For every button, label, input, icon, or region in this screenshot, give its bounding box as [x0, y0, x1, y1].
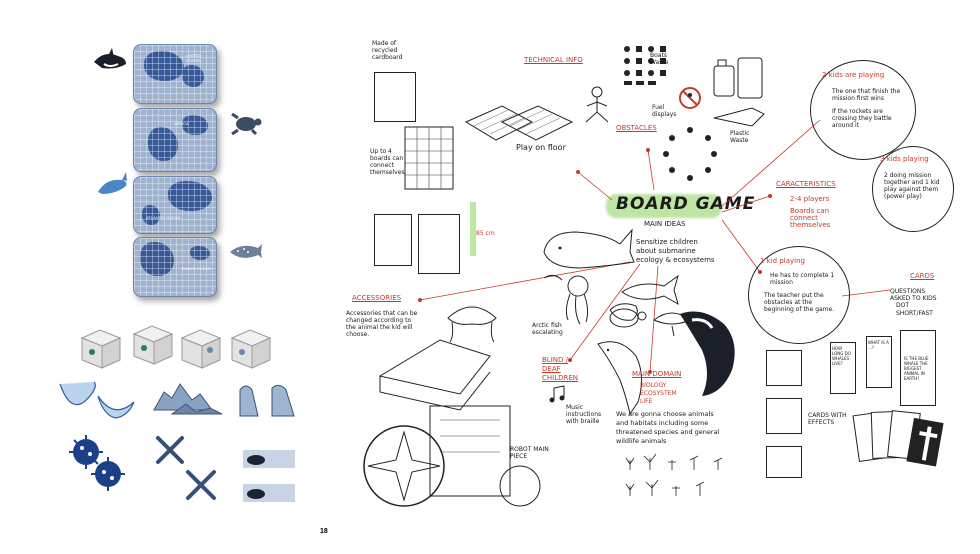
fishing-net-icon — [59, 381, 135, 419]
music-note: Music instructions with braille — [566, 404, 602, 425]
characteristic-item: 2-4 players — [790, 195, 830, 203]
map-tile-3: ATLANTIC OCEAN — [133, 176, 217, 234]
grid-board-sketch — [404, 126, 454, 190]
cards-heading: CARDS — [910, 272, 935, 280]
tile-label: INDIAN OCEAN — [182, 266, 211, 271]
accessory-hat-sketch — [447, 306, 497, 343]
board-connect-note: Up to 4 boards can connect themselves — [370, 148, 405, 176]
page-number: 18 — [320, 528, 328, 535]
tile-outline — [766, 398, 802, 434]
sea-creatures-sketch — [543, 274, 638, 325]
dimension-highlight — [470, 202, 476, 256]
orca-sketch — [680, 311, 735, 396]
two-kids-heading: 2 kids are playing — [822, 71, 885, 79]
crossed-swords-icon — [156, 436, 216, 500]
two-kids-item: If the rockets are crossing they battle … — [832, 108, 892, 129]
fuel-note: Fuel displays — [652, 104, 677, 118]
turtle-icon — [231, 112, 262, 136]
technical-info-heading: TECHNICAL INFO — [524, 56, 583, 64]
characteristics-heading: CARACTERISTICS — [776, 180, 836, 188]
question-card — [900, 330, 936, 406]
floor-tiles-sketch — [464, 105, 574, 141]
fuel-canister-sketch — [713, 57, 763, 99]
characteristic-item: Boards can connect themselves — [790, 207, 831, 229]
sperm-whale-sketch — [543, 228, 635, 269]
board-sketch-3 — [374, 214, 412, 266]
map-tile-2: AFRICA — [133, 108, 217, 172]
plastic-note: Plastic Waste — [730, 130, 750, 144]
oil-drop-icon — [247, 455, 265, 465]
map-tile-1: UNITED STATES — [133, 44, 217, 104]
cards-item: DOT — [896, 302, 910, 309]
two-kids-circle — [810, 60, 916, 160]
virus-icon — [69, 435, 125, 491]
whale-shark-icon — [230, 244, 262, 258]
plastic-bag-icon — [239, 384, 295, 417]
card-text: IS THE BLUE WHALE THE BIGGEST ANIMAL IN … — [904, 356, 929, 381]
one-kid-heading: 1 kid playing — [760, 257, 805, 265]
orca-icon — [94, 48, 126, 69]
board-sketch-4 — [418, 214, 460, 274]
child-sitting-sketch — [585, 86, 609, 123]
main-ideas-label: MAIN IDEAS — [644, 220, 686, 228]
music-icon — [549, 385, 565, 403]
two-kids-item: The one that finish the mission first wi… — [832, 88, 901, 102]
obstacle-ring — [663, 127, 717, 181]
question-card — [866, 336, 892, 388]
main-idea-text: Sensitize children about submarine ecolo… — [636, 238, 715, 264]
three-kids-text: 2 doing mission together and 1 kid play … — [884, 172, 940, 200]
no-littering-icon — [679, 87, 701, 109]
three-kids-circle — [872, 146, 954, 232]
accessories-heading: ACCESSORIES — [352, 294, 402, 302]
robot-note: ROBOT MAIN PIECE — [510, 446, 549, 460]
boats-note: Boats Waste — [650, 52, 669, 66]
domain-item: LIFE — [640, 398, 653, 405]
tile-label: ATLANTIC OCEAN — [146, 215, 181, 220]
tile-label: UNITED STATES — [186, 53, 201, 63]
humpback-whale-icon — [98, 172, 127, 194]
effect-cards-fan — [852, 410, 944, 467]
domain-item: ECOSYSTEM — [640, 390, 677, 397]
obstacles-heading: OBSTACLES — [616, 124, 657, 132]
title-highlight — [606, 194, 722, 218]
toothpaste-sketch — [713, 107, 765, 127]
cards-item: QUESTIONS ASKED TO KIDS — [890, 288, 937, 302]
question-card — [830, 342, 856, 394]
turtle-sketch — [609, 308, 647, 328]
tile-outline — [766, 350, 802, 386]
board-game-title: BOARD GAME — [616, 194, 756, 214]
dolphin-sketch — [597, 341, 642, 416]
tile-outline — [766, 446, 802, 478]
cube-pieces — [80, 325, 272, 369]
obstacle-icons-grid — [624, 46, 666, 85]
arctic-note: Arctic fish escalating — [532, 322, 563, 336]
accessories-text: Accessories that can be changed accordin… — [346, 310, 418, 338]
card-text: HOW LONG DO WHALES LIVE? — [832, 346, 851, 366]
oil-drop-icon — [247, 489, 265, 499]
made-of-note: Made of recycled cardboard — [372, 40, 403, 61]
card-text: WHAT IS A ...? — [868, 340, 889, 350]
main-domain-heading: MAIN DOMAIN — [632, 370, 682, 378]
robot-sketch — [363, 339, 541, 507]
blind-children-heading: BLIND / DEAF CHILDREN — [542, 356, 579, 382]
tile-label: AFRICA — [174, 121, 189, 126]
map-tile-4: INDIAN OCEAN — [133, 237, 217, 297]
one-kid-item: The teacher put the obstacles at the beg… — [764, 292, 835, 313]
iceberg-icon — [153, 383, 223, 415]
one-kid-circle — [748, 246, 850, 344]
board-sketch-1 — [374, 72, 416, 122]
dimension-note: 85 cm — [476, 230, 495, 237]
domain-text: We are gonna choose animals and habitats… — [616, 410, 720, 445]
domain-item: BIOLOGY — [640, 382, 667, 389]
cards-with-effects: CARDS WITH EFFECTS — [808, 412, 847, 426]
play-on-floor-note: Play on floor — [516, 143, 566, 152]
shark-sketch — [621, 274, 679, 306]
one-kid-item: He has to complete 1 mission — [770, 272, 835, 286]
coral-sketches — [625, 453, 723, 496]
three-kids-heading: 3 kids playing — [880, 155, 929, 163]
cards-item: SHORT/FAST — [896, 310, 933, 317]
